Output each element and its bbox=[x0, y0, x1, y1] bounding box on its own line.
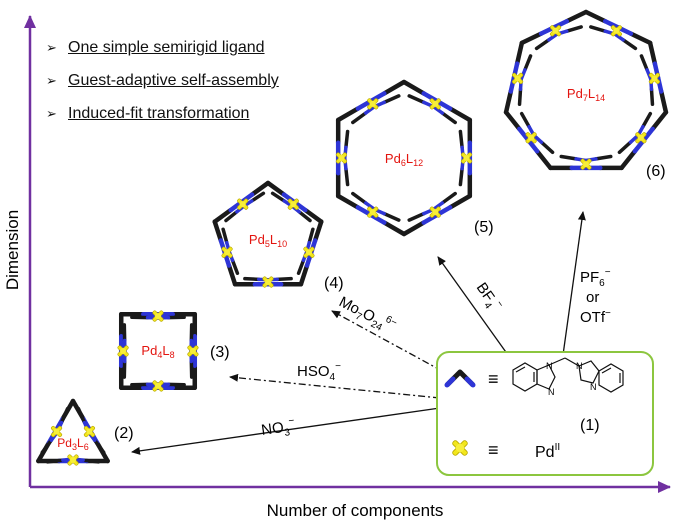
cage-label-6: Pd7L14 (6) bbox=[567, 86, 666, 180]
svg-text:Pd4L8: Pd4L8 bbox=[141, 343, 174, 360]
cage-5 bbox=[331, 79, 477, 237]
svg-text:(6): (6) bbox=[646, 163, 666, 180]
cage-label-2: Pd3L6 (2) bbox=[57, 425, 133, 452]
anion-pf6-otf: PF6− or OTf− bbox=[580, 267, 611, 326]
svg-text:Pd5L10: Pd5L10 bbox=[249, 232, 287, 249]
svg-text:(3): (3) bbox=[210, 344, 230, 361]
cage-3 bbox=[113, 306, 203, 396]
svg-text:(2): (2) bbox=[114, 425, 134, 442]
ligand-atom-n2: N bbox=[548, 387, 555, 397]
ligand-structure bbox=[512, 357, 624, 393]
cage-structures bbox=[36, 9, 669, 470]
equiv-symbol-1: ≡ bbox=[488, 369, 499, 389]
anion-no3: NO3− bbox=[260, 415, 297, 442]
svg-text:Pd6L12: Pd6L12 bbox=[385, 151, 423, 168]
ligand-symbol bbox=[444, 369, 476, 388]
svg-text:OTf−: OTf− bbox=[580, 308, 611, 326]
arrow-no3 bbox=[131, 407, 441, 455]
svg-text:(5): (5) bbox=[474, 219, 494, 236]
cage-6 bbox=[503, 9, 669, 174]
anion-hso4: HSO4− bbox=[297, 361, 341, 383]
svg-text:Pd3L6: Pd3L6 bbox=[57, 436, 88, 452]
svg-text:(4): (4) bbox=[324, 275, 344, 292]
ligand-atom-n4: N bbox=[590, 382, 597, 392]
ligand-atom-n3: N bbox=[576, 361, 583, 371]
arrow-hso4 bbox=[229, 373, 441, 399]
bullet-2: ➢Guest-adaptive self-assembly bbox=[46, 72, 279, 89]
arrowhead-bullet-icon: ➢ bbox=[46, 106, 57, 121]
arrow-mo7o24 bbox=[331, 310, 456, 379]
pd-label: PdII bbox=[535, 442, 560, 461]
cage-4 bbox=[212, 180, 324, 292]
cage-label-3: Pd4L8 (3) bbox=[141, 343, 229, 361]
y-axis-label: Dimension bbox=[3, 210, 22, 290]
anion-mo7o24: Mo7O246− bbox=[335, 292, 399, 339]
pd-node bbox=[331, 148, 352, 168]
cage-label-4: Pd5L10 (4) bbox=[249, 232, 344, 292]
x-axis-label: Number of components bbox=[267, 501, 444, 520]
equiv-symbol-2: ≡ bbox=[488, 440, 499, 460]
cage-label-5: Pd6L12 (5) bbox=[385, 151, 494, 236]
arrowhead-bullet-icon: ➢ bbox=[46, 40, 57, 55]
pd-node bbox=[258, 272, 278, 292]
ligand-id: (1) bbox=[580, 417, 600, 434]
arrowhead-bullet-icon: ➢ bbox=[46, 73, 57, 88]
arrow-pf6 bbox=[562, 211, 586, 356]
cage-2 bbox=[36, 398, 110, 470]
ligand-atom-n1: N bbox=[546, 361, 553, 371]
bullet-1: ➢One simple semirigid ligand bbox=[46, 39, 265, 56]
pd-node bbox=[456, 148, 477, 168]
bullet-3: ➢Induced-fit transformation bbox=[46, 105, 250, 122]
arrow-bf4 bbox=[437, 256, 509, 356]
svg-text:PF6−: PF6− bbox=[580, 267, 611, 289]
svg-text:Pd7L14: Pd7L14 bbox=[567, 86, 605, 103]
svg-text:or: or bbox=[586, 289, 599, 306]
